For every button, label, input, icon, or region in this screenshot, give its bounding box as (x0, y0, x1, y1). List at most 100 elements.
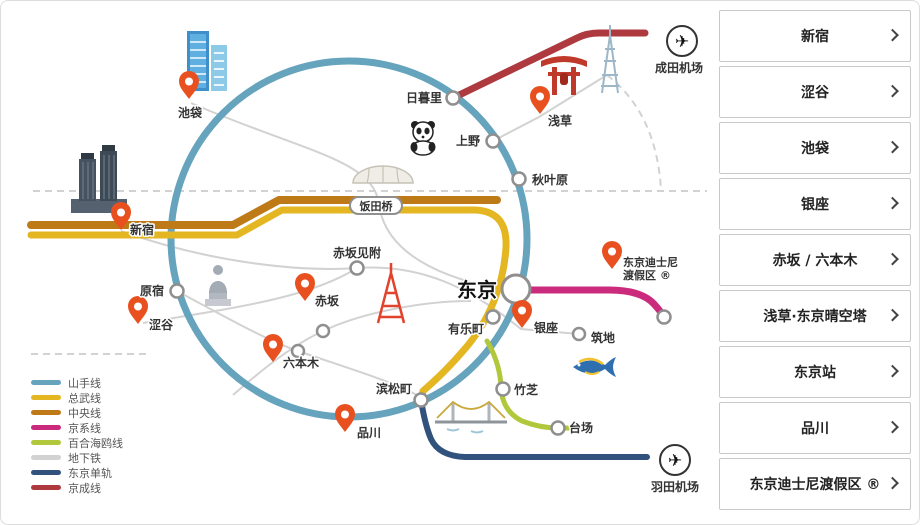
legend-label-keiyo: 京系线 (68, 421, 101, 435)
station-label-iidabashi: 饭田桥 (359, 199, 394, 213)
chevron-right-icon (886, 364, 899, 378)
haneda-airport-marker: ✈ (659, 444, 691, 476)
station-label-tsukiji: 筑地 (591, 330, 615, 345)
sidebar-item-label: 赤坂 / 六本木 (772, 253, 858, 269)
legend-swatch-sobu (31, 395, 61, 400)
sidebar-item-label: 银座 (801, 197, 829, 213)
station-label-narita-airport: 成田机场 (655, 60, 703, 75)
chevron-right-icon (886, 252, 899, 266)
legend-label-yamanote: 山手线 (68, 376, 101, 390)
station-label-tokyo: 东京 (457, 278, 497, 302)
station-label-shibuya: 涩谷 (149, 317, 174, 332)
legend-label-yurikamome: 百合海鸥线 (68, 436, 123, 450)
sidebar-item-label: 品川 (801, 421, 829, 437)
station-marker-yurakucho (485, 309, 501, 325)
station-label-takeshiba: 竹芝 (513, 382, 538, 397)
tokyo-transit-map: ✈ ✈ 池袋 新宿 原宿 涩谷 日暮里 上野 浅草 秋叶原 饭田桥 赤坂见附 赤… (27, 25, 707, 496)
line-keisei (449, 29, 649, 102)
station-label-nippori: 日暮里 (406, 90, 442, 105)
sidebar-item-akasaka-roppongi[interactable]: 赤坂 / 六本木 (719, 234, 911, 286)
station-label-hamamatsucho: 滨松町 (376, 381, 412, 396)
station-label-yurakucho: 有乐町 (448, 321, 484, 336)
shrine-gate-icon (541, 56, 587, 95)
station-marker-hamamatsucho (413, 392, 429, 408)
legend-swatch-chuo (31, 410, 61, 415)
chevron-right-icon (886, 196, 899, 210)
station-marker-nippori (445, 90, 461, 106)
station-marker-keiyo-end (656, 309, 672, 325)
dome-icon (352, 165, 414, 184)
station-marker-iidabashi (349, 196, 403, 215)
sidebar-item-tokyo-station[interactable]: 东京站 (719, 346, 911, 398)
legend-swatch-keisei (31, 485, 61, 490)
sidebar-item-ginza[interactable]: 银座 (719, 178, 911, 230)
station-marker-roppongi (290, 343, 306, 359)
station-marker-tsukiji (571, 326, 587, 342)
legend-swatch-yurikamome (31, 440, 61, 445)
station-label-disney-line1: 东京迪士尼 (623, 255, 678, 269)
rainbow-bridge-icon (435, 400, 507, 434)
map-pin-asakusa (530, 86, 550, 114)
map-pin-shinagawa (335, 404, 355, 432)
station-marker-ueno (485, 133, 501, 149)
sidebar-item-asakusa-skytree[interactable]: 浅草·东京晴空塔 (719, 290, 911, 342)
station-label-roppongi: 六本木 (283, 355, 320, 370)
panda-icon (410, 121, 436, 156)
station-label-akasaka-mitsuke: 赤坂见附 (333, 245, 381, 260)
map-pin-shibuya (128, 296, 148, 324)
chevron-right-icon (886, 28, 899, 42)
interchange-marker (315, 323, 331, 339)
tokyo-tower-icon (376, 263, 406, 324)
legend: 山手线 总武线 中央线 京系线 百合海鸥线 地下铁 东京单轨 京成线 (31, 376, 123, 495)
line-yamanote (167, 57, 531, 421)
sidebar-item-label: 东京迪士尼渡假区 ® (749, 477, 881, 493)
station-label-odaiba: 台场 (569, 420, 593, 435)
station-marker-odaiba (550, 420, 566, 436)
sidebar-item-label: 池袋 (801, 141, 829, 157)
map-pin-ikebukuro (179, 71, 199, 99)
station-label-harajuku: 原宿 (140, 283, 164, 298)
legend-swatch-monorail (31, 470, 61, 475)
station-label-ikebukuro: 池袋 (178, 105, 203, 120)
skytree-icon (601, 25, 619, 94)
chevron-right-icon (886, 476, 899, 490)
chevron-right-icon (886, 84, 899, 98)
sidebar-item-disney[interactable]: 东京迪士尼渡假区 ® (719, 458, 911, 510)
legend-swatch-yamanote (31, 380, 61, 385)
government-building-icon (71, 145, 127, 213)
legend-swatch-subway (31, 455, 61, 460)
station-label-akihabara: 秋叶原 (532, 172, 568, 187)
station-label-haneda-airport: 羽田机场 (651, 479, 699, 494)
sidebar-item-shinjuku[interactable]: 新宿 (719, 10, 911, 62)
legend-swatch-keiyo (31, 425, 61, 430)
chevron-right-icon (886, 420, 899, 434)
station-label-asakusa: 浅草 (548, 113, 572, 128)
line-monorail (418, 397, 650, 460)
line-yurikamome (484, 338, 582, 431)
station-marker-akasaka-mitsuke (349, 260, 365, 276)
legend-label-monorail: 东京单轨 (68, 466, 112, 480)
chevron-right-icon (886, 140, 899, 154)
station-marker-harajuku (169, 283, 185, 299)
line-keiyo (519, 286, 668, 321)
sidebar-item-shinagawa[interactable]: 品川 (719, 402, 911, 454)
legend-label-subway: 地下铁 (68, 452, 101, 465)
statue-icon (205, 265, 231, 306)
legend-label-keisei: 京成线 (68, 481, 101, 495)
station-label-shinagawa: 品川 (357, 426, 381, 440)
chevron-right-icon (886, 308, 899, 322)
plane-icon: ✈ (668, 451, 682, 471)
station-marker-tokyo (500, 273, 532, 305)
sidebar-item-label: 涩谷 (801, 85, 829, 101)
sidebar-item-ikebukuro[interactable]: 池袋 (719, 122, 911, 174)
sidebar-item-shibuya[interactable]: 涩谷 (719, 66, 911, 118)
station-label-shinjuku: 新宿 (130, 222, 154, 237)
sidebar-item-label: 东京站 (794, 365, 836, 381)
sidebar-item-label: 新宿 (801, 29, 829, 45)
line-sobu (27, 206, 510, 402)
narita-airport-marker: ✈ (666, 25, 698, 57)
sidebar-item-label: 浅草·东京晴空塔 (763, 309, 867, 325)
station-label-ginza: 银座 (534, 320, 558, 335)
fish-icon (573, 357, 616, 377)
